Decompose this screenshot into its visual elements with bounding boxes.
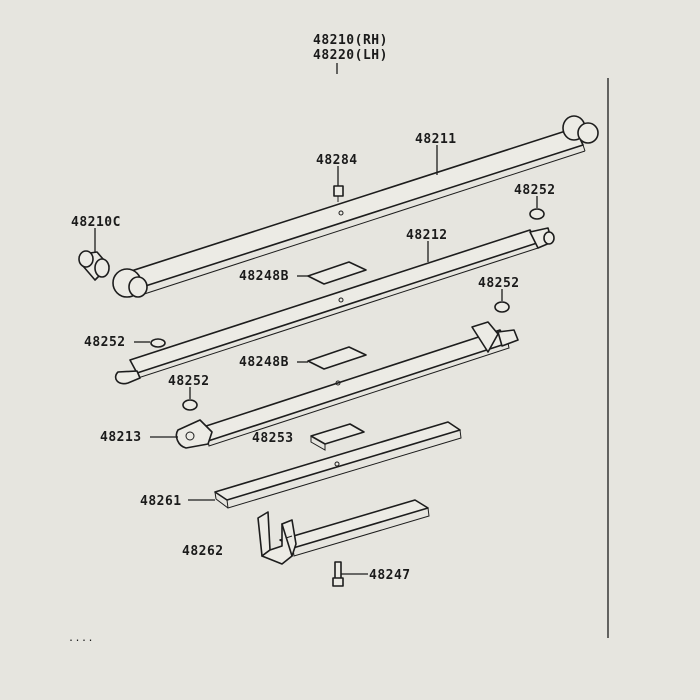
label-third-leaf: 48213: [100, 430, 142, 445]
bushing-part: [78, 250, 110, 281]
label-center-bolt: 48247: [369, 568, 411, 583]
label-insert-mid-right: 48252: [478, 276, 520, 291]
label-helper-leaf: 48261: [140, 494, 182, 509]
clip-plate-part: [310, 423, 365, 451]
helper-leaf-part: [214, 421, 462, 509]
main-leaf-part: [112, 115, 599, 298]
assembly-label-lh: 48220(LH): [313, 48, 388, 63]
center-bolt-part: [332, 561, 344, 587]
top-bolt-part: [333, 185, 344, 202]
insert-left-part: [150, 338, 166, 348]
footer-mark: ....: [68, 633, 94, 644]
label-insert-top-right: 48252: [514, 183, 556, 198]
label-bushing: 48210C: [71, 215, 121, 230]
bottom-leaf-part: [257, 499, 430, 565]
insert-top-right-part: [529, 208, 545, 220]
label-second-leaf: 48212: [406, 228, 448, 243]
insert-mid-right-part: [494, 301, 510, 313]
label-pad-upper: 48248B: [239, 269, 289, 284]
pad-lower-part: [307, 346, 367, 370]
assembly-label-rh: 48210(RH): [313, 33, 388, 48]
label-insert-left: 48252: [84, 335, 126, 350]
label-bolt-top: 48284: [316, 153, 358, 168]
label-pad-lower: 48248B: [239, 355, 289, 370]
pad-upper-part: [307, 261, 367, 285]
label-main-leaf: 48211: [415, 132, 457, 147]
label-bottom-leaf: 48262: [182, 544, 224, 559]
label-clip-plate: 48253: [252, 431, 294, 446]
third-leaf-part: [175, 321, 519, 449]
insert-bottom-left-part: [182, 399, 198, 411]
second-leaf-part: [114, 227, 555, 385]
label-insert-bottom-left: 48252: [168, 374, 210, 389]
